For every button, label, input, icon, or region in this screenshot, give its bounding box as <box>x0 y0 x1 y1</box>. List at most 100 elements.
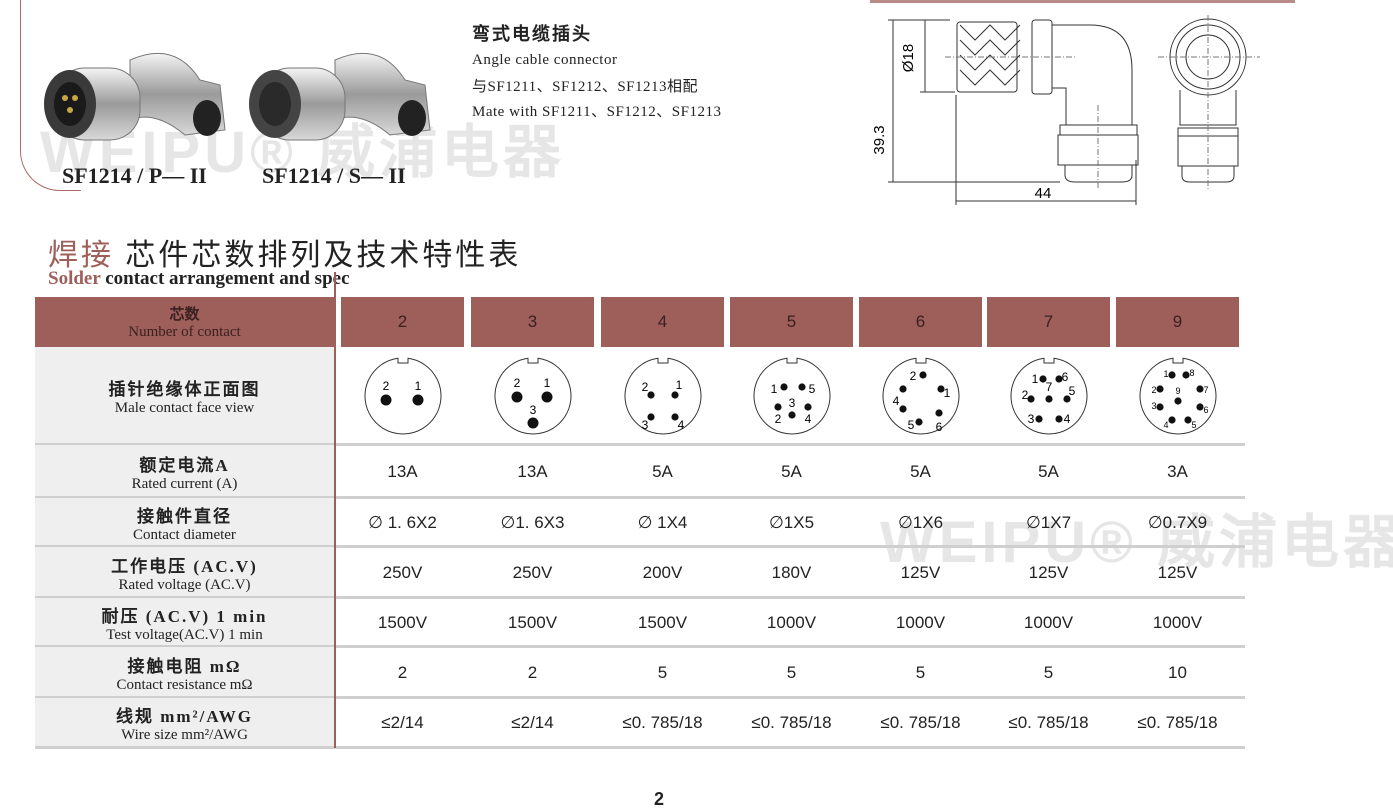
spec-value: 13A <box>387 461 418 481</box>
column-divider <box>334 272 336 748</box>
pin <box>779 383 788 391</box>
header-contact-count: 3 <box>471 297 594 347</box>
pin <box>646 413 655 421</box>
row-label-cn: 插针绝缘体正面图 <box>108 380 261 399</box>
pin <box>670 391 679 399</box>
product-title-cn: 弯式电缆插头 <box>472 24 592 44</box>
pin <box>1155 385 1164 393</box>
pin <box>914 418 923 426</box>
header-contact-count: 7 <box>987 297 1110 347</box>
pin <box>787 411 796 419</box>
pin <box>527 417 538 429</box>
header-contact-count: 9 <box>1116 297 1239 347</box>
spec-value: 5 <box>657 662 668 682</box>
pin-number: 4 <box>1063 412 1070 426</box>
pin-number: 1 <box>1163 369 1168 379</box>
pin <box>541 391 552 403</box>
pin-number: 1 <box>675 378 682 392</box>
pin <box>1044 395 1053 403</box>
pin-number: 5 <box>1191 420 1196 430</box>
pin <box>797 383 806 391</box>
top-rule <box>870 0 1295 3</box>
pin-number: 5 <box>808 382 815 396</box>
row-separator <box>35 746 1245 749</box>
diameter-dimension: Ø18 <box>900 44 917 72</box>
spec-value: 180V <box>771 562 812 582</box>
connector-photo-socket <box>249 52 431 141</box>
spec-value: 10 <box>1168 662 1187 682</box>
pin <box>1026 395 1035 403</box>
pin-number: 1 <box>543 376 550 390</box>
product-model: SF1214 / S— II <box>262 163 406 188</box>
row-separator <box>35 696 1245 699</box>
pin-number: 4 <box>1163 420 1168 430</box>
spec-value: ∅1X5 <box>768 512 815 532</box>
spec-value: ≤0. 785/18 <box>880 713 961 732</box>
pin <box>918 371 927 379</box>
pin-number: 4 <box>804 412 811 426</box>
spec-value: 5 <box>915 662 926 682</box>
pin <box>773 403 782 411</box>
page-number: 2 <box>654 789 665 809</box>
spec-value: 1000V <box>895 612 946 632</box>
spec-value: 5A <box>910 461 931 481</box>
row-label-en: Test voltage(AC.V) 1 min <box>106 626 263 643</box>
pin-number: 5 <box>907 418 914 432</box>
spec-value: 1500V <box>507 612 558 632</box>
spec-value: ≤0. 785/18 <box>1008 713 1089 732</box>
pin <box>1038 375 1047 383</box>
row-label: 工作电压 (AC.V)Rated voltage (AC.V) <box>35 547 334 598</box>
row-label-en: Rated current (A) <box>131 475 238 492</box>
pin-number: 4 <box>677 418 684 432</box>
spec-value: 13A <box>517 461 548 481</box>
spec-value: 2 <box>527 662 538 682</box>
pin <box>380 394 391 406</box>
spec-value: ∅ 1X4 <box>637 512 688 532</box>
spec-value: 1500V <box>637 612 688 632</box>
pin-number: 1 <box>943 386 950 400</box>
section-title-en: Solder contact arrangement and spec <box>48 268 350 289</box>
pin-number: 2 <box>641 380 648 394</box>
spec-value: ≤0. 785/18 <box>622 713 703 732</box>
pin-number: 5 <box>1068 384 1075 398</box>
row-separator <box>35 645 1245 648</box>
row-label-en: Contact diameter <box>133 526 236 543</box>
pin-number: 1 <box>770 382 777 396</box>
pin <box>1167 416 1176 424</box>
spec-value: ≤0. 785/18 <box>1137 713 1218 732</box>
product-model: SF1214 / P— II <box>62 163 207 188</box>
header-label: 芯数 Number of contact <box>35 297 334 347</box>
spec-value: 250V <box>382 562 423 582</box>
row-separator <box>35 545 1245 548</box>
height-dimension: 39.3 <box>871 125 888 154</box>
row-label-cn: 接触件直径 <box>137 506 232 526</box>
pin <box>1062 395 1071 403</box>
spec-value: 125V <box>1157 562 1198 582</box>
pin <box>898 385 907 393</box>
spec-value: ∅ 1. 6X2 <box>368 512 437 532</box>
pin <box>1195 385 1204 393</box>
spec-value: 3A <box>1167 461 1188 481</box>
pin-number: 8 <box>1189 368 1194 378</box>
pin-number: 2 <box>1021 388 1028 402</box>
spec-value: 5 <box>1043 662 1054 682</box>
pin-number: 6 <box>1203 405 1208 415</box>
row-label-cn: 工作电压 (AC.V) <box>111 556 258 576</box>
spec-value: 2 <box>397 662 408 682</box>
mate-info-en: Mate with SF1211、SF1212、SF1213 <box>472 104 722 120</box>
row-separator <box>35 596 1245 599</box>
spec-value: ∅0.7X9 <box>1147 512 1208 532</box>
pin <box>934 409 943 417</box>
